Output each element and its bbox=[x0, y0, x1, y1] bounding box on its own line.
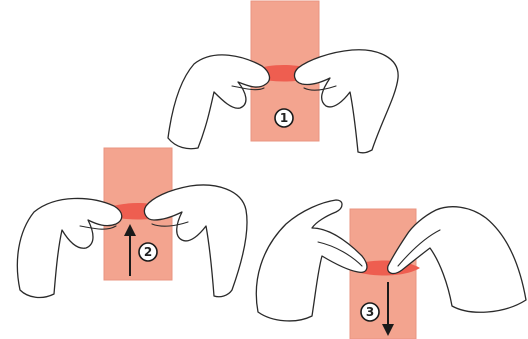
step-2-number: 2 bbox=[144, 245, 152, 259]
step-1-panel: 1 bbox=[168, 1, 398, 153]
step-2-panel: 2 bbox=[17, 148, 247, 297]
step-1-badge: 1 bbox=[275, 109, 293, 127]
step-3-panel: 3 bbox=[256, 200, 526, 339]
step-3-number: 3 bbox=[366, 305, 374, 319]
step-3-badge: 3 bbox=[361, 303, 379, 321]
step-1-number: 1 bbox=[280, 111, 288, 125]
step-2-badge: 2 bbox=[139, 243, 157, 261]
